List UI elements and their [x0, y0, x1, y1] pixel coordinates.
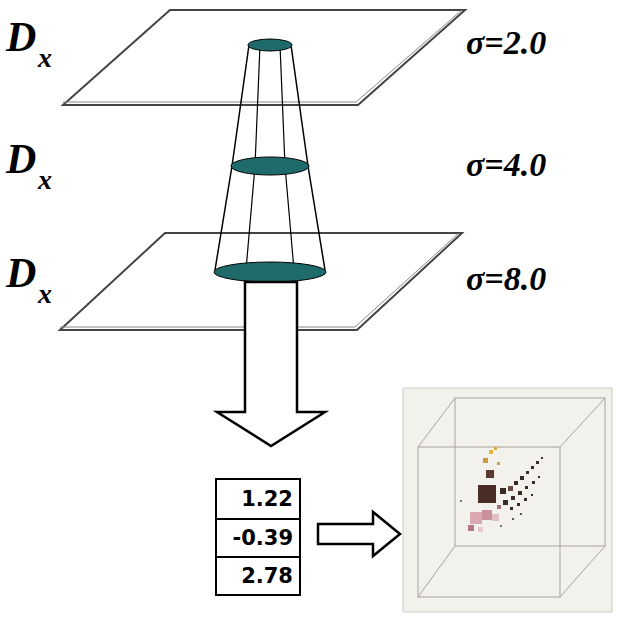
derivative-subscript: x	[38, 166, 52, 194]
vector-value: 2.78	[217, 556, 299, 594]
vector-box: 1.22-0.392.78	[215, 478, 301, 596]
vector-value: -0.39	[217, 518, 299, 556]
scale-label: σ=2.0	[466, 26, 546, 60]
scale-label: σ=4.0	[466, 148, 546, 182]
scale-label: σ=8.0	[466, 262, 546, 296]
derivative-symbol: D	[6, 252, 36, 294]
derivative-symbol: D	[6, 138, 36, 180]
derivative-symbol: D	[6, 16, 36, 58]
vector-value: 1.22	[217, 480, 299, 518]
derivative-subscript: x	[38, 44, 52, 72]
derivative-subscript: x	[38, 280, 52, 308]
